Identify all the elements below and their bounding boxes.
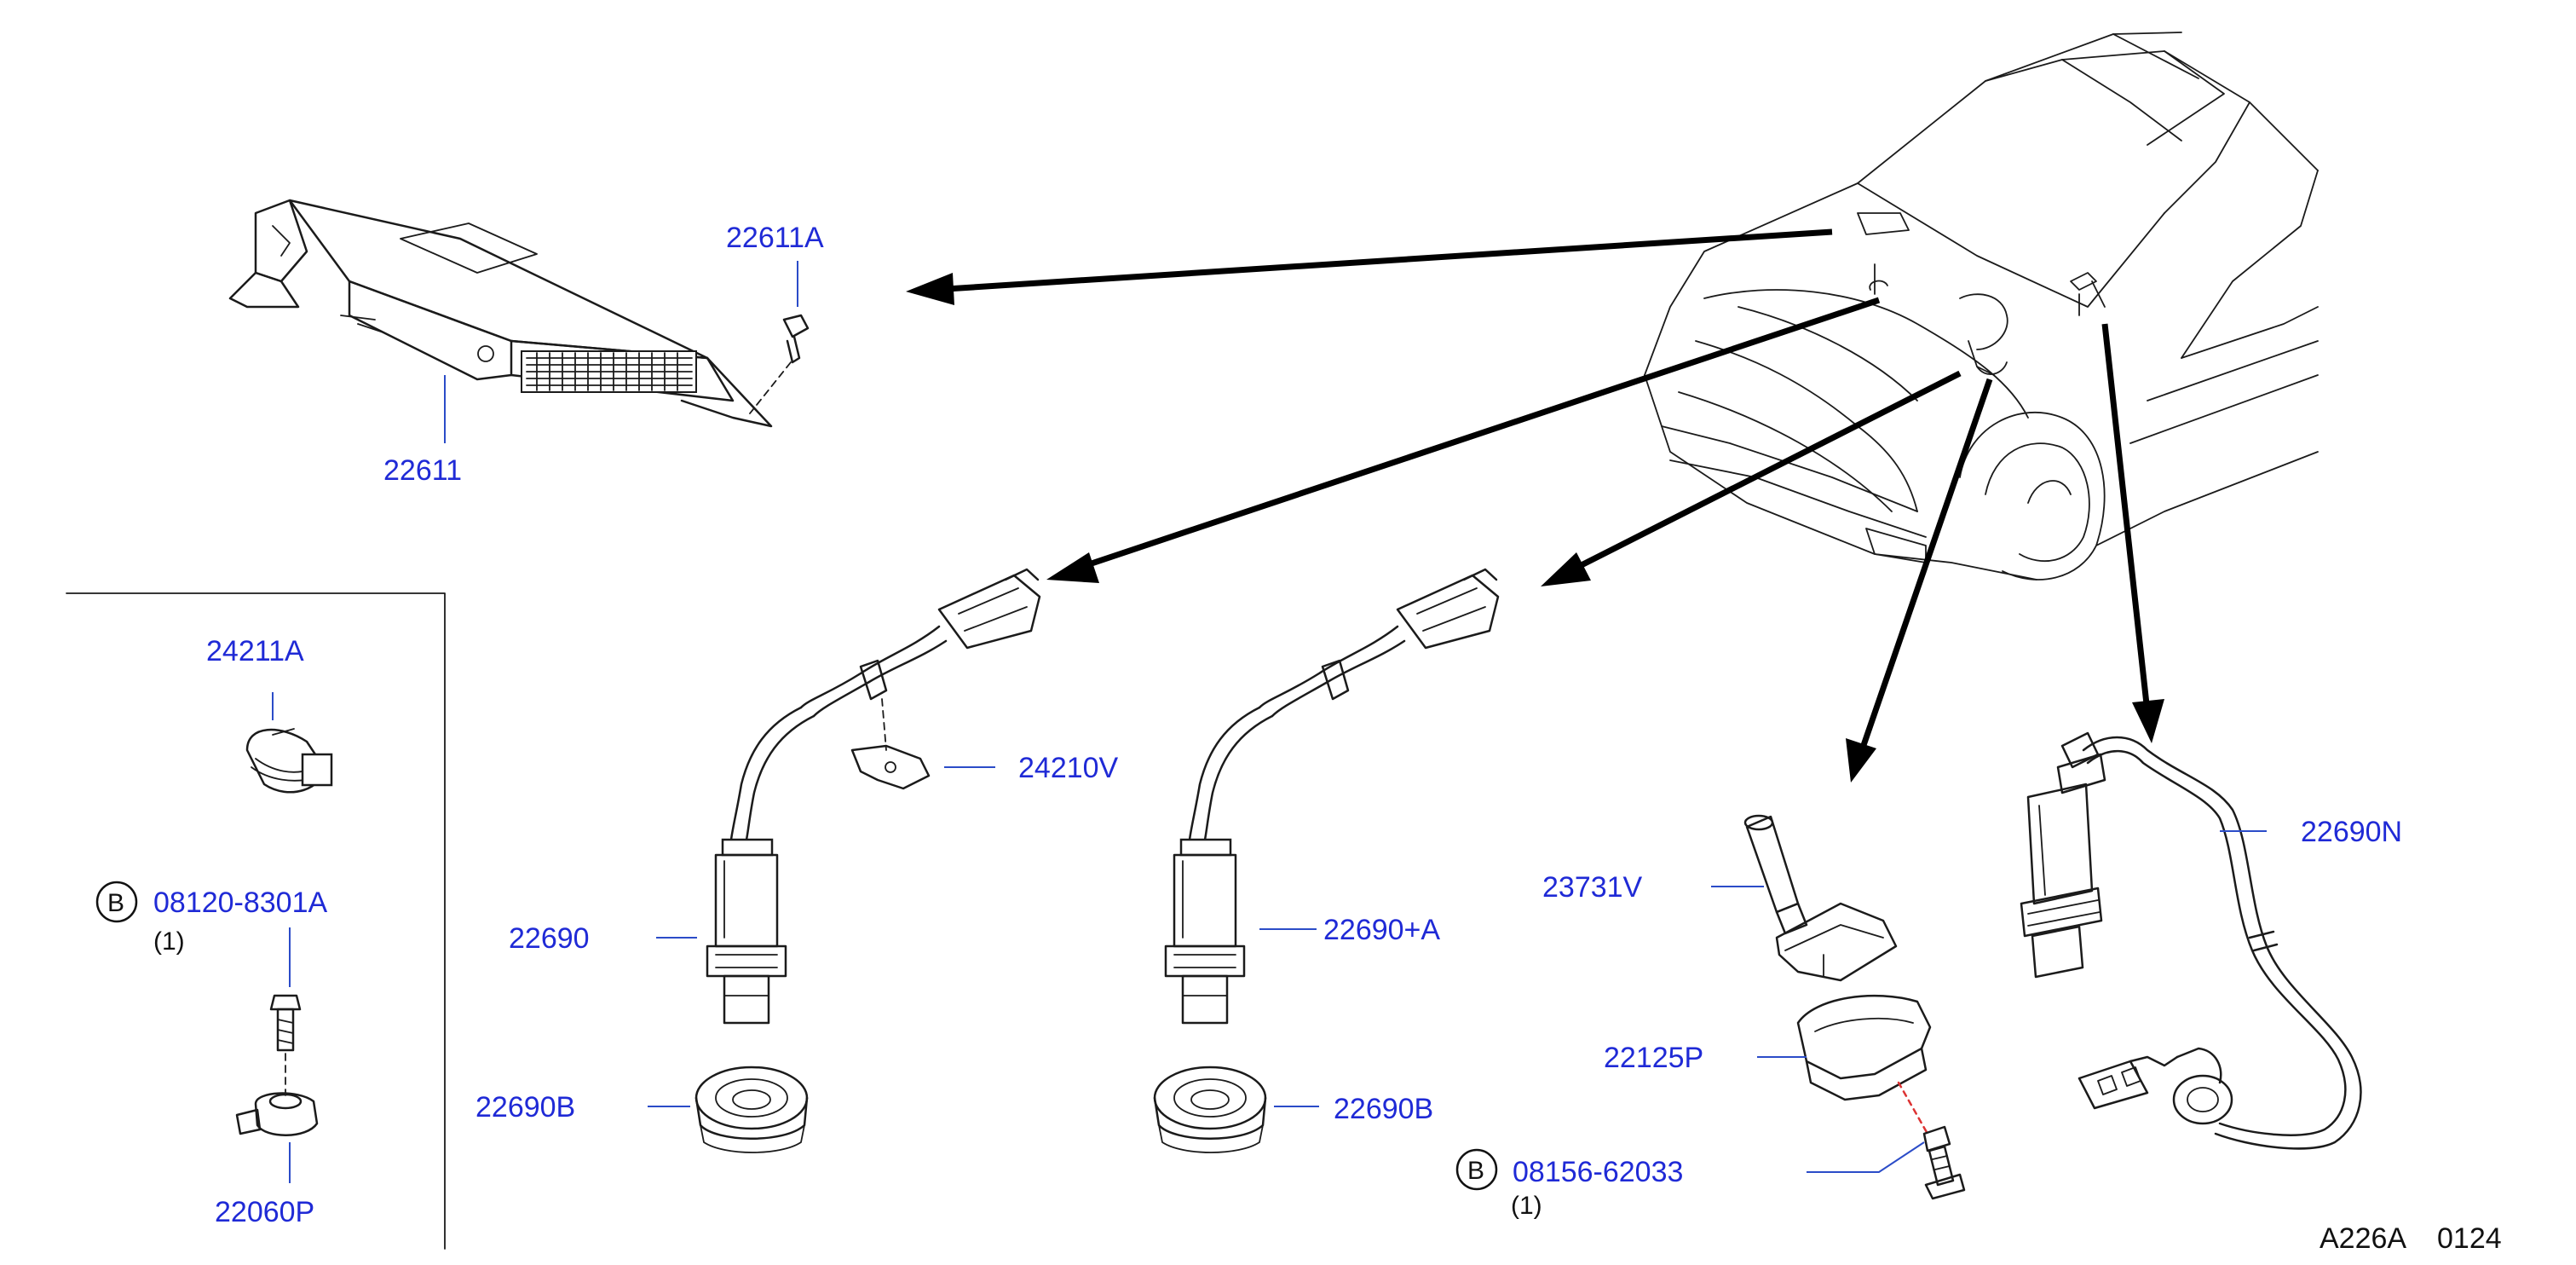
label-crank-sensor: 23731V (1542, 871, 1643, 904)
label-clip: 24211A (206, 635, 304, 667)
crank-sensor-illustration (1743, 814, 1898, 982)
label-o2-sensor: 22690 (509, 922, 590, 955)
badge-b2-letter: B (1467, 1157, 1484, 1185)
label-grommet-left: 22690B (475, 1091, 575, 1123)
label-sensor-bracket: 22125P (1604, 1042, 1703, 1074)
label-bracket: 24210V (1018, 752, 1119, 784)
label-ecu-bolt: 22611A (726, 222, 824, 254)
grommet-left-illustration (694, 1066, 809, 1153)
o2-sensor-22690n-illustration (2020, 731, 2362, 1150)
grommet-right-illustration (1153, 1066, 1267, 1153)
o2-sensor-22690a-illustration (1164, 568, 1500, 1025)
label-bolt-b1: 08120-8301A (153, 887, 328, 919)
badge-b1-letter: B (107, 889, 124, 917)
label-knock-sensor: 22060P (215, 1196, 314, 1228)
ecu-bolt (749, 314, 810, 414)
label-o2-sensor-n: 22690N (2301, 816, 2402, 848)
ecu-illustration (228, 199, 810, 428)
sensor-bracket-illustration (1796, 994, 1932, 1135)
ecu-connector (521, 350, 697, 393)
label-bolt-b1-qty: (1) (153, 927, 185, 956)
pointer-arrows (906, 228, 2164, 783)
badge-b2 (1455, 1148, 1498, 1191)
label-bolt-b2: 08156-62033 (1513, 1156, 1683, 1188)
label-bolt-b2-qty: (1) (1511, 1192, 1542, 1220)
inset-panel (66, 592, 446, 1250)
leader-lines (272, 261, 2267, 1183)
o2-sensor-22690-illustration (706, 568, 1041, 1025)
bolt-b2-illustration (1922, 1125, 1966, 1200)
label-o2-sensor-a: 22690+A (1323, 914, 1440, 946)
knock-sensor-illustration (235, 1092, 319, 1136)
ref-code: A226A (2320, 1222, 2406, 1255)
label-ecu: 22611 (383, 454, 462, 487)
bolt-b1-illustration (269, 994, 302, 1096)
label-grommet-right: 22690B (1334, 1093, 1433, 1125)
ref-number: 0124 (2437, 1222, 2502, 1255)
clip-illustration (245, 728, 333, 794)
part-labels: 22611A 22611 24211A B 08120-8301A (1) 22… (95, 222, 2502, 1255)
badge-b1 (95, 881, 138, 923)
car-illustration (1644, 32, 2319, 581)
